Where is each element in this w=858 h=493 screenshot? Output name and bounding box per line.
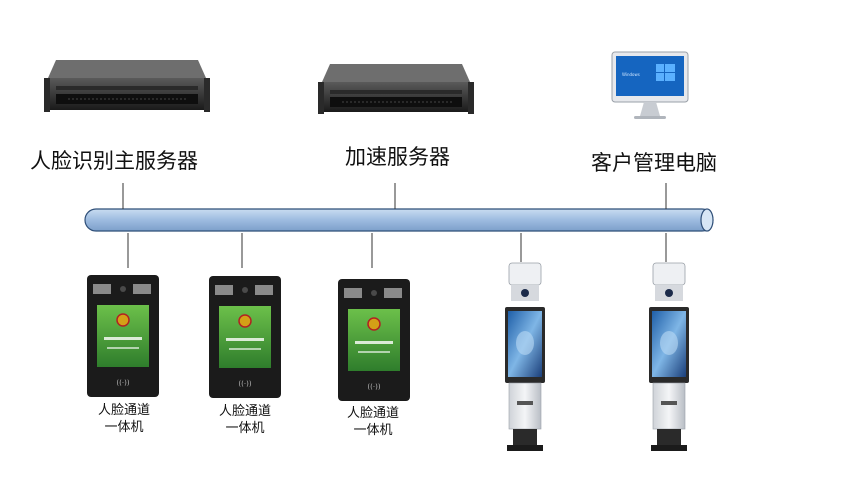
svg-text:((·)): ((·)) (116, 379, 129, 387)
device-label: 人脸通道 一体机 (333, 405, 413, 439)
device-label-line1: 人脸通道 (97, 403, 150, 418)
face-terminal-icon: ((·)) (209, 276, 281, 398)
svg-text:((·)): ((·)) (367, 383, 380, 391)
face-gate-pillar-icon (649, 262, 689, 451)
face-terminal-icon: ((·)) (338, 279, 410, 401)
device-label-line2: 一体机 (104, 420, 144, 435)
face-terminal-icon: ((·)) (87, 275, 159, 397)
accel-server-label: 加速服务器 (345, 145, 450, 169)
main-server-label: 人脸识别主服务器 (30, 149, 198, 173)
client-pc-label: 客户管理电脑 (591, 151, 717, 175)
face-gate-pillar-icon (505, 262, 545, 451)
svg-text:((·)): ((·)) (238, 380, 251, 388)
device-label-line2: 一体机 (225, 421, 265, 436)
desktop-monitor-icon: Windows (611, 51, 689, 119)
device-label: 人脸通道 一体机 (205, 403, 285, 437)
network-bus (84, 208, 714, 232)
device-label: 人脸通道 一体机 (84, 402, 164, 436)
rack-server-icon (44, 60, 210, 112)
monitor-screen-text: Windows (622, 72, 640, 77)
rack-server-icon (318, 64, 474, 114)
device-label-line1: 人脸通道 (346, 406, 399, 421)
device-label-line1: 人脸通道 (218, 404, 271, 419)
device-label-line2: 一体机 (353, 423, 393, 438)
